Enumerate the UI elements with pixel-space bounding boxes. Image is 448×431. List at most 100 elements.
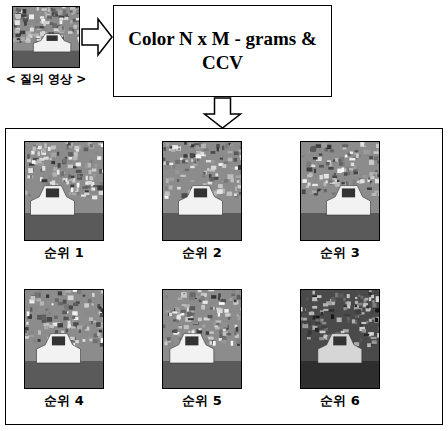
photo-speckle	[307, 167, 313, 171]
photo-speckle	[350, 291, 352, 294]
photo-speckle	[73, 19, 75, 22]
photo-speckle	[350, 152, 353, 154]
photo-speckle	[74, 13, 76, 15]
car-window	[194, 188, 207, 197]
photo-speckle	[180, 175, 185, 177]
photo-speckle	[40, 21, 42, 23]
photo-speckle	[331, 314, 334, 319]
photo-speckle	[188, 318, 194, 320]
photo-speckle	[163, 161, 165, 165]
photo-speckle	[367, 343, 371, 347]
photo-speckle	[43, 21, 46, 26]
photo-speckle	[89, 145, 94, 149]
photo-speckle	[221, 340, 226, 344]
photo-speckle	[370, 180, 372, 182]
photo-speckle	[224, 309, 228, 313]
photo-speckle	[76, 162, 81, 166]
photo-speckle	[86, 176, 88, 181]
photo-speckle	[51, 153, 56, 158]
method-label: Color N x M - grams & CCV	[124, 27, 321, 75]
photo-speckle	[354, 171, 358, 175]
photo-speckle	[202, 175, 205, 177]
photo-speckle	[307, 333, 310, 337]
photo-speckle	[63, 317, 68, 321]
photo-speckle	[201, 144, 206, 149]
photo-speckle	[44, 143, 46, 148]
photo-speckle	[338, 293, 344, 297]
photo-speckle	[206, 160, 211, 162]
photo-road	[300, 213, 380, 241]
photo-speckle	[165, 295, 168, 298]
photo-speckle	[219, 302, 225, 305]
photo-speckle	[309, 173, 313, 177]
photo-speckle	[229, 298, 232, 301]
photo-speckle	[215, 327, 220, 330]
photo-ground	[12, 6, 80, 68]
photo-speckle	[223, 329, 226, 331]
photo-speckle	[15, 20, 20, 25]
car-window	[52, 336, 65, 345]
photo-border	[163, 142, 242, 241]
photo-speckle	[165, 310, 169, 312]
photo-speckle	[70, 176, 74, 178]
photo-speckle	[365, 150, 370, 154]
photo-speckle	[312, 306, 317, 309]
photo-speckle	[218, 297, 220, 301]
photo-speckle	[193, 322, 199, 325]
photo-speckle	[230, 144, 233, 147]
photo-speckle	[358, 303, 363, 306]
photo-speckle	[353, 180, 357, 184]
photo-speckle	[202, 301, 207, 304]
photo-border	[301, 290, 380, 389]
photo-speckle	[319, 337, 324, 340]
car-window	[333, 336, 346, 345]
photo-speckle	[31, 151, 34, 155]
photo-speckle	[312, 291, 314, 295]
photo-speckle	[314, 338, 317, 340]
photo-speckle	[190, 154, 196, 157]
car-figure	[170, 334, 214, 363]
photo-speckle	[374, 191, 379, 194]
photo-speckle	[332, 192, 336, 194]
photo-speckle	[360, 179, 365, 183]
photo-speckle	[55, 298, 59, 302]
photo-speckle	[28, 331, 34, 335]
photo-speckle	[372, 303, 376, 308]
image-caption: 순위 4	[24, 392, 104, 410]
photo-illustration	[162, 289, 242, 389]
photo-speckle	[178, 298, 183, 300]
photo-speckle	[337, 169, 342, 173]
photo-speckle	[230, 167, 233, 169]
photo-speckle	[344, 172, 348, 175]
photo-illustration	[24, 289, 104, 389]
photo-speckle	[326, 180, 328, 183]
photo-speckle	[89, 317, 93, 321]
photo-speckle	[372, 193, 377, 196]
photo-speckle	[73, 25, 77, 29]
photo-speckle	[371, 337, 377, 339]
photo-speckle	[44, 157, 49, 160]
photo-illustration	[24, 141, 104, 241]
process-box: Color N x M - grams & CCV	[113, 5, 332, 97]
photo-speckle	[48, 147, 51, 151]
photo-speckle	[349, 168, 353, 171]
image-caption: 순위 3	[300, 244, 380, 262]
photo-speckle	[60, 172, 64, 177]
photo-speckle	[231, 294, 235, 296]
photo-illustration	[300, 289, 380, 389]
photo-speckle	[359, 338, 362, 343]
image-caption: 순위 1	[24, 244, 104, 262]
photo-speckle	[95, 151, 98, 153]
photo-speckle	[372, 300, 374, 303]
photo-speckle	[313, 316, 316, 320]
photo-speckle	[23, 9, 27, 14]
photo-speckle	[313, 157, 318, 160]
photo-speckle	[218, 313, 220, 317]
photo-speckle	[98, 307, 101, 310]
photo-speckle	[58, 302, 64, 305]
photo-speckle	[31, 34, 36, 37]
photo-speckle	[356, 155, 361, 158]
photo-speckle	[58, 163, 61, 168]
photo-speckle	[76, 170, 82, 173]
